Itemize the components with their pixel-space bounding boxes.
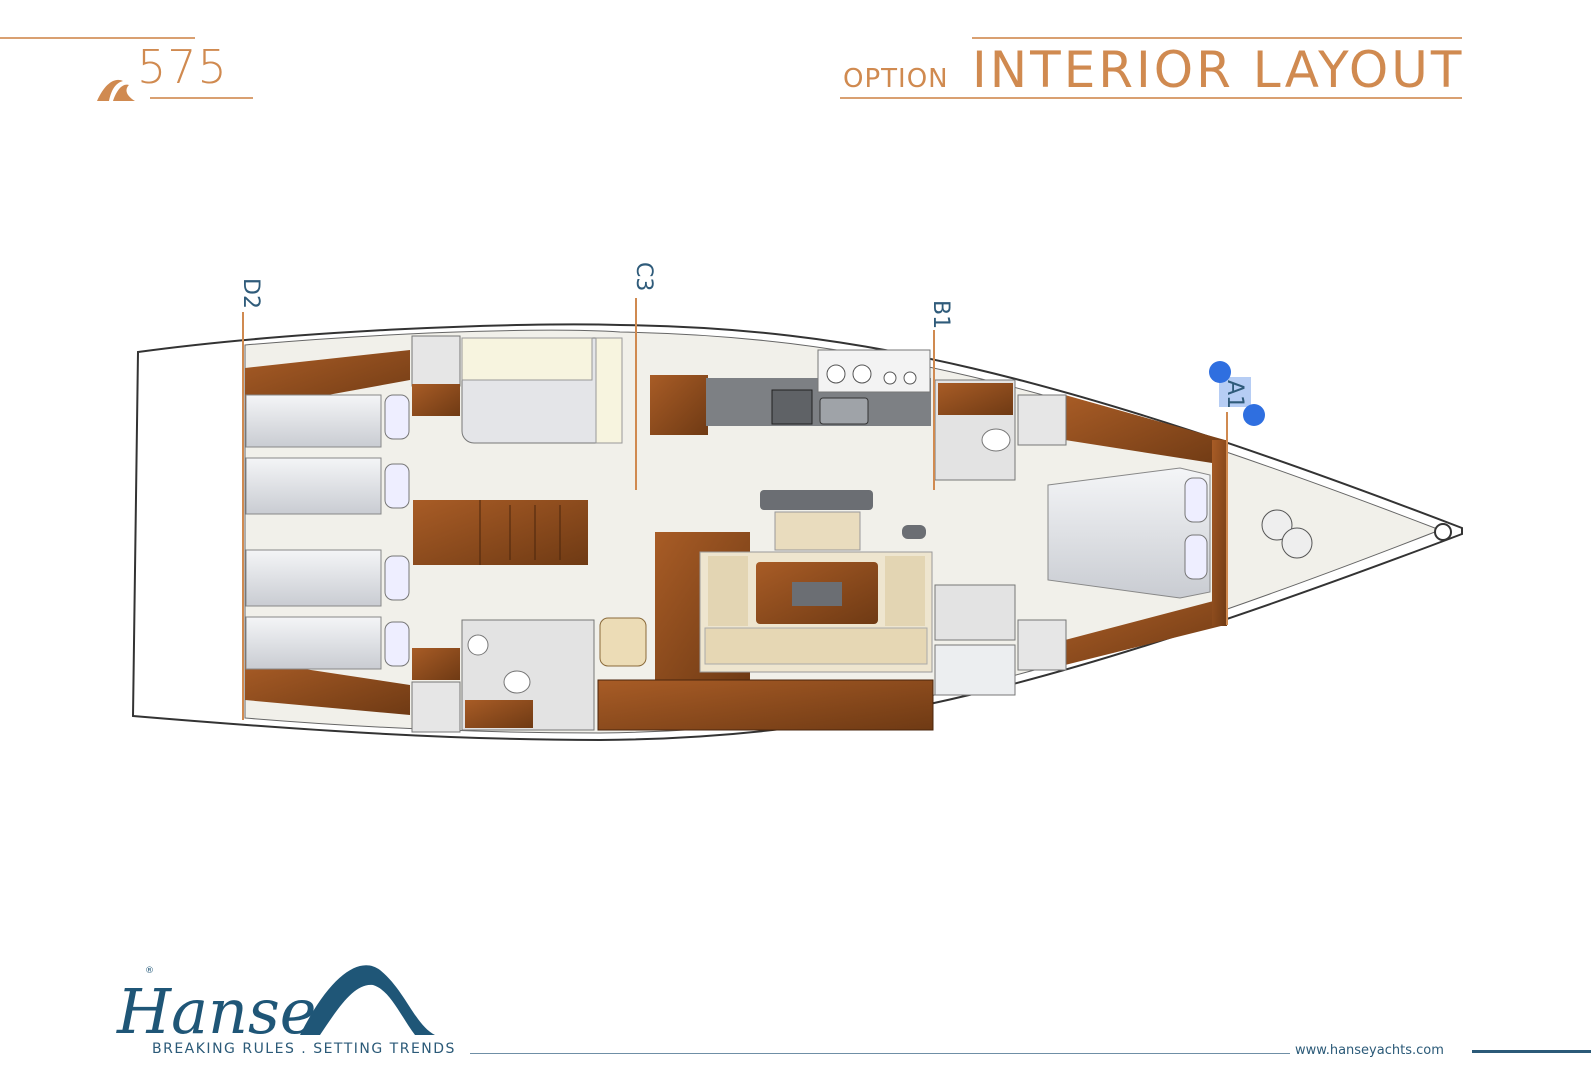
model-wave-icon — [97, 79, 135, 101]
aft-hull-wood-bottom — [245, 660, 410, 715]
section-label-d2: D2 — [238, 278, 263, 309]
page-title: INTERIOR LAYOUT — [972, 41, 1465, 99]
title-underline — [840, 97, 1462, 99]
footer-rule — [470, 1053, 1290, 1054]
saloon — [599, 490, 933, 680]
companionway-stairs — [413, 500, 588, 565]
svg-text:Hanse: Hanse — [116, 975, 316, 1048]
footer-rule-right — [1472, 1050, 1591, 1053]
forward-berth — [1047, 467, 1211, 599]
option-label: OPTION — [843, 64, 949, 94]
galley — [650, 349, 931, 435]
aft-cabin-lockers — [411, 335, 461, 387]
model-number: 575 — [137, 40, 228, 94]
model-underline — [150, 97, 253, 99]
selection-handle-end[interactable] — [1243, 404, 1265, 426]
section-label-c3: C3 — [631, 262, 656, 291]
section-label-a1[interactable]: A1 — [1222, 380, 1247, 409]
brand-tagline: BREAKING RULES . SETTING TRENDS — [152, 1041, 456, 1057]
section-label-b1: B1 — [928, 300, 953, 329]
title-overline — [972, 37, 1462, 39]
forward-hull-wood-top — [1065, 395, 1225, 465]
svg-text:®: ® — [145, 966, 154, 976]
selection-handle-start[interactable] — [1209, 361, 1231, 383]
website-link[interactable]: www.hanseyachts.com — [1295, 1043, 1444, 1058]
aft-berths — [245, 394, 410, 670]
hanse-logo: Hanse ® — [116, 965, 435, 1048]
header-rule-left — [0, 37, 195, 39]
interior-floor-plan: D2 C3 B1 A1 — [131, 262, 1463, 742]
forward-hull-wood-bottom — [1065, 598, 1225, 665]
anchor-fenders — [1261, 509, 1452, 559]
